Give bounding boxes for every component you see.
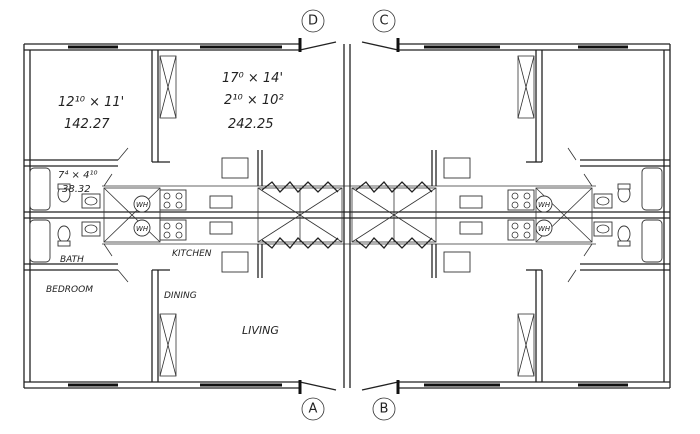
water-heater-label: WH <box>136 201 149 209</box>
bath-size: 7⁴ × 4¹⁰ <box>58 169 98 181</box>
spine-cross-hatch <box>103 181 593 249</box>
entry-tag-d <box>301 9 325 33</box>
living-size: 17⁰ × 14' <box>222 71 283 86</box>
room-labels: 12¹⁰ × 11' 142.27 17⁰ × 14' 2¹⁰ × 10² 24… <box>46 71 284 337</box>
bath-label: BATH <box>60 255 84 265</box>
entry-tag-b <box>372 397 396 421</box>
entry-tag-c <box>372 9 396 33</box>
entry-tags: D C A B <box>301 9 396 421</box>
dining-label: DINING <box>164 291 197 301</box>
bedroom-area: 142.27 <box>64 117 110 132</box>
living-label: LIVING <box>242 324 279 337</box>
doors <box>103 38 593 394</box>
bath-fixtures <box>29 167 663 263</box>
water-heater-label: WH <box>136 225 149 233</box>
bath-area: 38.32 <box>62 184 91 195</box>
windows <box>68 45 628 387</box>
water-heaters: WH WH WH WH <box>133 195 553 237</box>
interior-walls <box>24 50 670 382</box>
kitchen-fixtures <box>159 157 535 273</box>
water-heater-label: WH <box>538 225 551 233</box>
entry-tag-c-label: C <box>379 14 388 29</box>
kitchen-label: KITCHEN <box>172 249 212 259</box>
bedroom-size: 12¹⁰ × 11' <box>58 95 124 110</box>
bedroom-label: BEDROOM <box>46 285 93 295</box>
water-heater-label: WH <box>538 201 551 209</box>
entry-tag-a-label: A <box>309 402 318 417</box>
closets <box>159 55 535 377</box>
entry-tag-a <box>301 397 325 421</box>
exterior-walls <box>23 43 671 389</box>
living-size-2: 2¹⁰ × 10² <box>224 93 284 108</box>
living-area: 242.25 <box>228 117 274 132</box>
entry-tag-d-label: D <box>308 14 318 29</box>
entry-tag-b-label: B <box>380 402 389 417</box>
